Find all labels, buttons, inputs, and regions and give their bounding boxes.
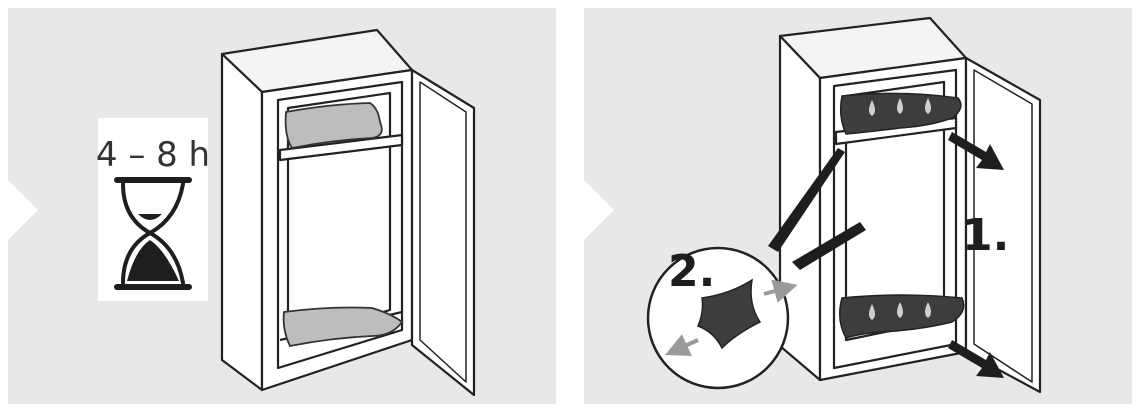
panel-right: 2. 1. bbox=[584, 8, 1132, 404]
fridge-left bbox=[220, 28, 476, 397]
panel-left: 4 – 8 h bbox=[8, 8, 556, 404]
arrow-icon bbox=[948, 132, 1004, 378]
step-1-label: 1. bbox=[962, 210, 1009, 261]
pad-icon bbox=[697, 278, 762, 350]
pad-icon bbox=[282, 102, 404, 348]
callout-pointer bbox=[768, 148, 866, 270]
drip-icon bbox=[869, 98, 931, 320]
step-2-label: 2. bbox=[668, 246, 715, 297]
duration-label: 4 – 8 h bbox=[96, 135, 210, 175]
hourglass-icon bbox=[114, 177, 192, 290]
arrow-icon bbox=[665, 334, 699, 356]
panel-right-notch bbox=[584, 180, 614, 240]
panel-left-notch bbox=[8, 180, 38, 240]
magnifier-circle bbox=[646, 246, 798, 390]
arrow-icon bbox=[763, 279, 798, 303]
